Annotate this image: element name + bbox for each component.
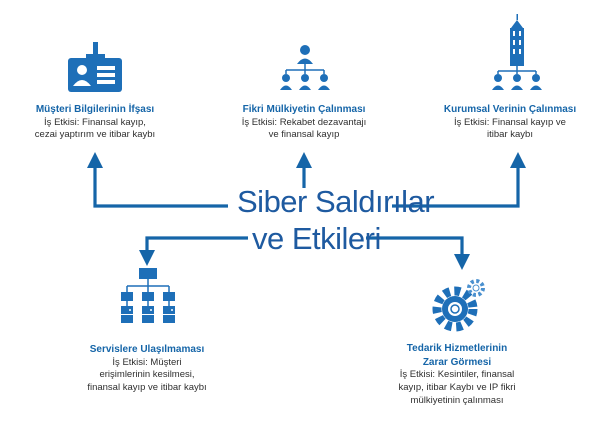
block-desc-line: İş Etkisi: Finansal kayıp,: [44, 116, 146, 128]
block-title-line: Zarar Görmesi: [422, 356, 492, 368]
block-desc-line: İş Etkisi: Rekabet dezavantajı: [241, 116, 367, 128]
block-ip-theft: Fikri Mülkiyetin Çalınması İş Etkisi: Re…: [218, 103, 390, 142]
block-desc-line: ve finansal kayıp: [268, 129, 340, 141]
block-supply: Tedarik Hizmetlerinin Zarar Görmesi İş E…: [368, 342, 546, 407]
block-title-line: Tedarik Hizmetlerinin: [406, 343, 508, 354]
tower-org-icon: [492, 14, 542, 90]
block-desc-line: cezai yaptırım ve itibar kaybı: [34, 129, 156, 141]
id-badge-icon: [68, 42, 122, 92]
block-desc-line: İş Etkisi: Kesintiler, finansal: [399, 369, 515, 380]
block-desc-line: finansal kayıp ve itibar kaybı: [87, 382, 207, 394]
block-title: Fikri Mülkiyetin Çalınması: [242, 104, 366, 115]
org-chart-people-icon: [280, 45, 330, 90]
center-title-line2: ve Etkileri: [252, 221, 381, 256]
gears-icon: [432, 279, 485, 332]
arrow-to-corporate-data: [392, 152, 526, 208]
arrow-to-services: [139, 236, 248, 266]
arrow-to-supply: [366, 236, 470, 270]
block-desc-line: mülkiyetinin çalınması: [410, 394, 504, 406]
server-network-icon: [121, 268, 175, 323]
block-desc-line: İş Etkisi: Müşteri: [112, 356, 182, 368]
block-customer-info: Müşteri Bilgilerinin İfşası İş Etkisi: F…: [10, 103, 180, 142]
block-desc-line: kayıp, itibar Kaybı ve IP fikri: [398, 381, 516, 393]
connectors: [87, 152, 526, 270]
block-corporate-data: Kurumsal Verinin Çalınması İş Etkisi: Fi…: [430, 103, 590, 142]
block-desc-line: itibar kaybı: [487, 129, 533, 141]
block-title: Kurumsal Verinin Çalınması: [443, 104, 577, 115]
block-desc-line: İş Etkisi: Finansal kayıp ve: [454, 116, 566, 128]
block-services: Servislere Ulaşılmaması İş Etkisi: Müşte…: [62, 343, 232, 395]
block-desc-line: erişimlerinin kesilmesi,: [99, 369, 195, 381]
arrow-to-customer-info: [87, 152, 228, 208]
block-title: Müşteri Bilgilerinin İfşası: [35, 104, 155, 115]
block-title: Servislere Ulaşılmaması: [89, 344, 205, 355]
center-title-line1: Siber Saldırılar: [237, 184, 435, 219]
